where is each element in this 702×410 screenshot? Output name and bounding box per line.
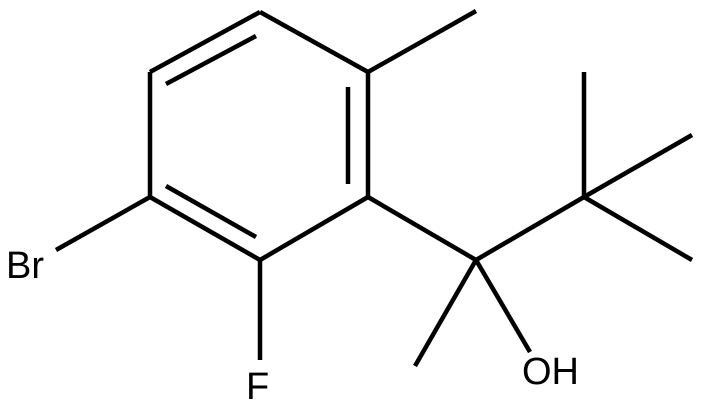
bromine-label: Br	[6, 245, 44, 287]
carbinol-oh-bond	[474, 258, 532, 354]
ring-bond-c1-c2	[148, 10, 262, 74]
carbinol-to-tertbutyl-bond	[474, 195, 586, 262]
carbinol-methyl-bond	[413, 258, 478, 368]
tertbutyl-methyl-right-up-bond	[582, 133, 694, 199]
methyl-bond-ring	[366, 9, 478, 74]
fluorine-label: F	[246, 366, 269, 408]
bromine-bond	[54, 195, 152, 252]
ring-bond-c6-c1	[258, 10, 370, 74]
tertbutyl-methyl-right-down-bond	[582, 195, 694, 262]
hydroxyl-label: OH	[522, 351, 579, 393]
ring-to-carbinol-bond	[366, 195, 478, 262]
ring-bond-c3-c4	[148, 195, 262, 262]
ring-double-bond-inner-top	[164, 34, 258, 86]
ring-bond-c4-c5	[258, 195, 370, 262]
ring-double-bond-inner-bottom	[164, 184, 258, 239]
